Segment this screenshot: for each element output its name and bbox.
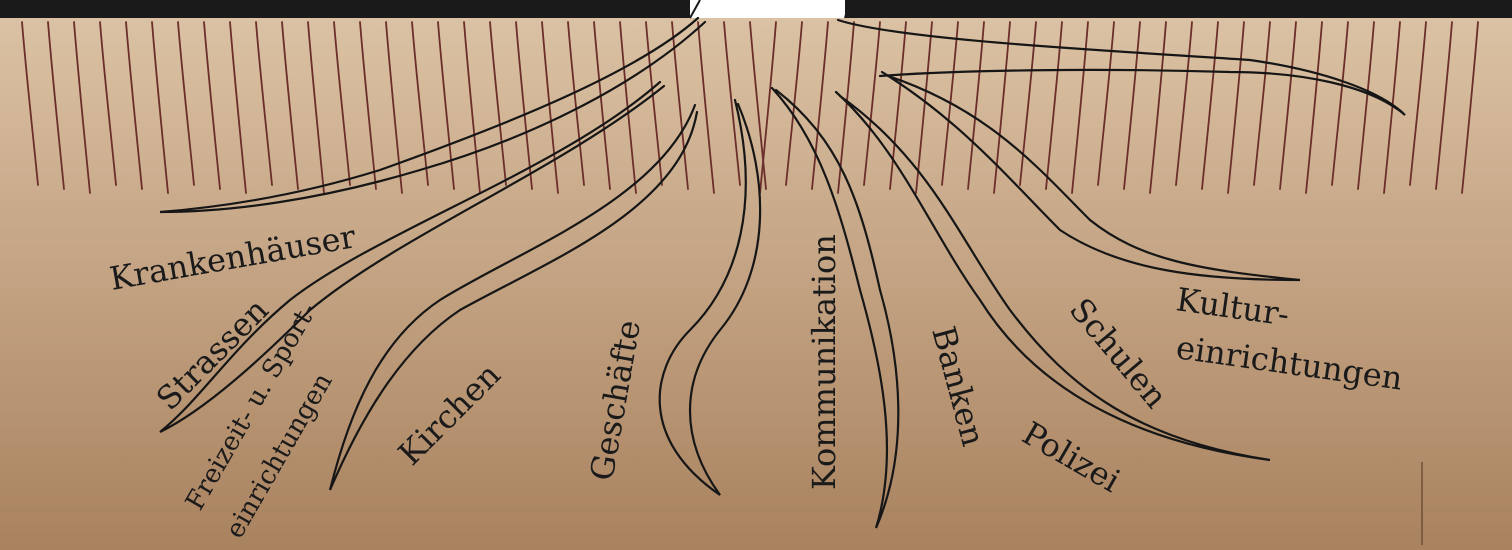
surface-bar-right xyxy=(845,0,1512,18)
label-communication: Kommunikation xyxy=(805,234,843,490)
surface-bar-left xyxy=(0,0,690,18)
surface-gap xyxy=(690,0,850,18)
